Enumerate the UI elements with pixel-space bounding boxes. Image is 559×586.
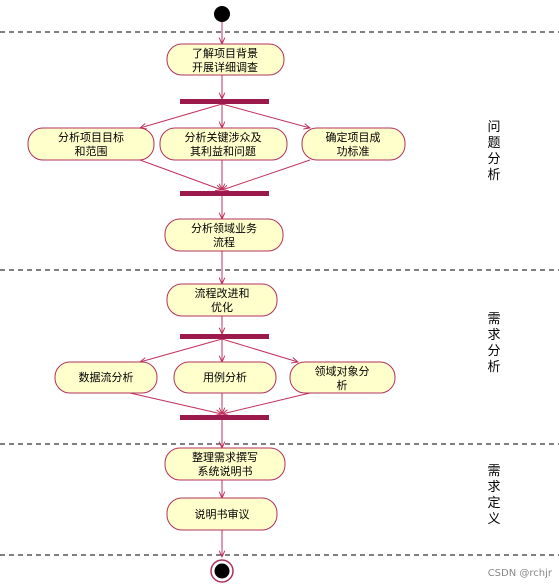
lane-label-requirements-definition: 需 求 定 义 bbox=[487, 464, 500, 527]
activity-label: 确定项目成 bbox=[326, 130, 381, 144]
activity-node: 分析项目目标 和范围 bbox=[27, 127, 155, 161]
edge-a9-join2 bbox=[222, 392, 311, 414]
activity-label: 系统说明书 bbox=[198, 464, 253, 478]
lane-label-requirements-analysis: 需 求 分 析 bbox=[487, 312, 500, 375]
join-bar-1 bbox=[180, 191, 269, 196]
activity-node: 分析关键涉众及 其利益和问题 bbox=[159, 127, 288, 161]
activity-label: 领域对象分 bbox=[315, 364, 370, 378]
lane-char: 需 bbox=[487, 312, 500, 327]
lane-char: 求 bbox=[487, 480, 500, 495]
lane-char: 题 bbox=[487, 136, 500, 151]
lane-char: 定 bbox=[487, 496, 500, 511]
edge-fork1-a4 bbox=[221, 103, 310, 128]
activity-label: 流程改进和 bbox=[195, 286, 250, 300]
edge-a7-join2 bbox=[129, 392, 222, 414]
lane-char: 分 bbox=[487, 344, 500, 359]
lane-char: 义 bbox=[487, 512, 500, 527]
activity-label: 分析领域业务 bbox=[191, 221, 257, 235]
activity-label: 析 bbox=[337, 378, 348, 392]
edge-a4-join1 bbox=[222, 159, 311, 190]
fork-bar-1 bbox=[180, 99, 269, 104]
activity-label: 其利益和问题 bbox=[190, 144, 256, 158]
activity-label: 优化 bbox=[211, 300, 233, 314]
activity-node: 确定项目成 功标准 bbox=[301, 127, 406, 161]
edge-fork2-a9 bbox=[221, 338, 298, 362]
lane-char: 问 bbox=[487, 120, 500, 135]
activity-label: 分析关键涉众及 bbox=[185, 130, 262, 144]
start-node bbox=[214, 6, 230, 22]
lane-label-problem-analysis: 问 题 分 析 bbox=[487, 120, 500, 183]
activity-label: 整理需求撰写 bbox=[192, 450, 258, 464]
activity-node: 用例分析 bbox=[173, 361, 277, 394]
activity-node: 流程改进和 优化 bbox=[166, 283, 278, 317]
end-node-core bbox=[214, 563, 230, 579]
activity-node: 数据流分析 bbox=[54, 361, 158, 394]
activity-label: 开展详细调查 bbox=[192, 60, 258, 74]
activity-label: 和范围 bbox=[75, 144, 108, 158]
edges bbox=[129, 22, 311, 557]
edge-fork1-a2 bbox=[140, 103, 223, 128]
join-bar-2 bbox=[180, 415, 269, 420]
activity-label: 数据流分析 bbox=[79, 370, 134, 384]
activity-node: 整理需求撰写 系统说明书 bbox=[164, 447, 286, 481]
fork-bar-2 bbox=[180, 334, 269, 339]
activity-label: 了解项目背景 bbox=[192, 46, 258, 60]
activity-label: 用例分析 bbox=[203, 370, 247, 384]
activity-label: 流程 bbox=[213, 235, 235, 249]
activity-node: 说明书审议 bbox=[166, 497, 278, 531]
activity-label: 说明书审议 bbox=[195, 507, 250, 521]
lane-char: 需 bbox=[487, 464, 500, 479]
lane-char: 分 bbox=[487, 152, 500, 167]
activity-node: 了解项目背景 开展详细调查 bbox=[166, 43, 285, 76]
lane-char: 析 bbox=[487, 360, 500, 375]
lane-char: 析 bbox=[487, 168, 500, 183]
activity-node: 分析领域业务 流程 bbox=[164, 218, 284, 252]
edge-a2-join1 bbox=[139, 159, 222, 190]
activity-label: 分析项目目标 bbox=[58, 130, 124, 144]
activity-node: 领域对象分 析 bbox=[289, 361, 396, 394]
watermark-text: CSDN @rchjr bbox=[488, 568, 553, 579]
edge-fork2-a7 bbox=[140, 338, 223, 362]
lane-char: 求 bbox=[487, 328, 500, 343]
activity-label: 功标准 bbox=[337, 144, 370, 158]
